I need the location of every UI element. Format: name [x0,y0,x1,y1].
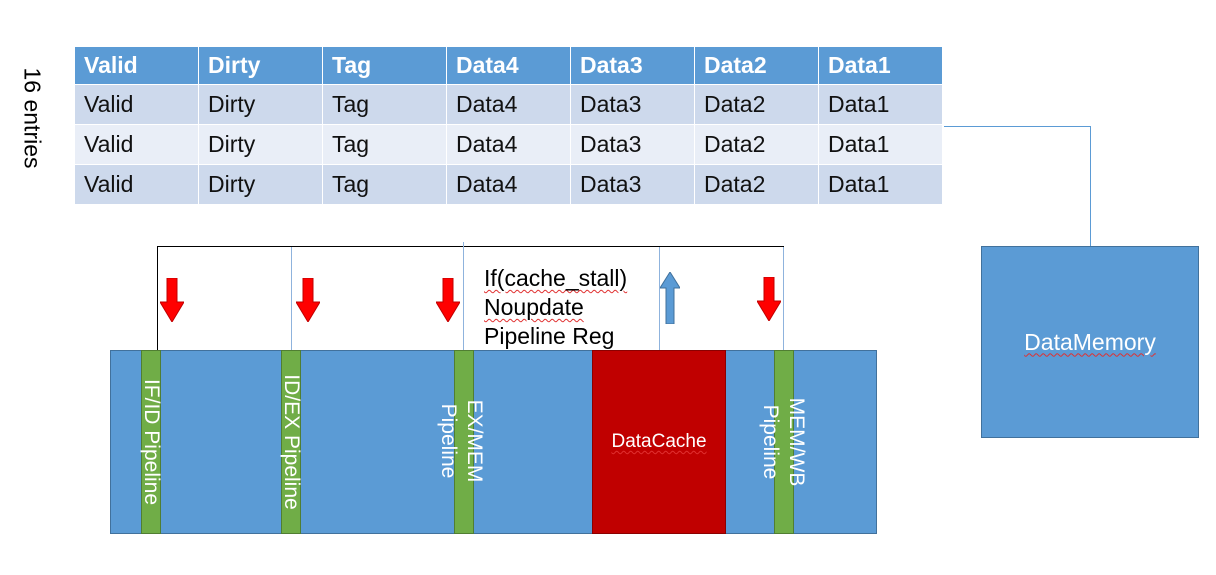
table-row: Valid Dirty Tag Data4 Data3 Data2 Data1 [74,164,943,205]
stall-bracket-top [157,246,784,247]
entries-count-text: 16 entries [19,67,46,169]
table-cell: Tag [322,124,447,165]
if-id-register [141,350,161,534]
arrow-down-icon [160,278,184,322]
header-valid: Valid [74,46,199,85]
id-ex-label: ID/EX Pipeline [280,374,303,510]
pipeline-block [110,350,877,534]
table-cell: Data4 [446,124,571,165]
cache-table-header-row: Valid Dirty Tag Data4 Data3 Data2 Data1 [74,46,943,85]
mem-wb-register [774,350,794,534]
ex-mem-register [454,350,474,534]
stall-note-line2: Noupdate [484,294,584,320]
cache-stall-note: If(cache_stall) Noupdate Pipeline Reg [484,264,627,351]
connector-vertical [1090,126,1091,246]
connector-horizontal [944,126,1091,127]
data-memory-label: DataMemory [1024,328,1156,355]
table-cell: Dirty [198,84,323,125]
table-cell: Data2 [694,84,819,125]
ex-mem-label: EX/MEM Pipeline [437,399,486,483]
table-cell: Valid [74,84,199,125]
stall-note-line3: Pipeline Reg [484,323,615,349]
table-cell: Data1 [818,164,943,205]
arrow-down-icon [296,278,320,322]
data-cache-label: DataCache [611,431,707,452]
table-cell: Data1 [818,84,943,125]
table-cell: Data3 [570,124,695,165]
arrow-up-icon [660,272,680,324]
table-cell: Data2 [694,164,819,205]
stall-bracket-divider [291,247,292,350]
cache-table: Valid Dirty Tag Data4 Data3 Data2 Data1 … [74,46,943,205]
table-cell: Data1 [818,124,943,165]
id-ex-register [281,350,301,534]
if-id-label: IF/ID Pipeline [140,378,163,506]
header-data3: Data3 [570,46,695,85]
table-row: Valid Dirty Tag Data4 Data3 Data2 Data1 [74,84,943,125]
table-cell: Data3 [570,164,695,205]
header-tag: Tag [322,46,447,85]
header-data4: Data4 [446,46,571,85]
arrow-down-icon [436,278,460,322]
table-cell: Tag [322,164,447,205]
stall-bracket-divider [659,247,660,350]
table-cell: Data2 [694,124,819,165]
mem-wb-label: MEM/WB Pipeline [759,397,808,487]
table-cell: Valid [74,124,199,165]
table-cell: Data4 [446,164,571,205]
data-memory-block: DataMemory [981,246,1199,438]
table-cell: Valid [74,164,199,205]
table-cell: Data4 [446,84,571,125]
header-data2: Data2 [694,46,819,85]
header-data1: Data1 [818,46,943,85]
table-row: Valid Dirty Tag Data4 Data3 Data2 Data1 [74,124,943,165]
stall-bracket-left [157,246,158,350]
stall-bracket-divider [463,242,464,350]
table-cell: Tag [322,84,447,125]
header-dirty: Dirty [198,46,323,85]
table-cell: Data3 [570,84,695,125]
stall-note-line1: If(cache_stall) [484,265,628,291]
stall-bracket-divider [783,247,784,350]
table-cell: Dirty [198,124,323,165]
table-cell: Dirty [198,164,323,205]
arrow-down-icon [757,277,781,321]
data-cache-block: DataCache [592,350,726,534]
